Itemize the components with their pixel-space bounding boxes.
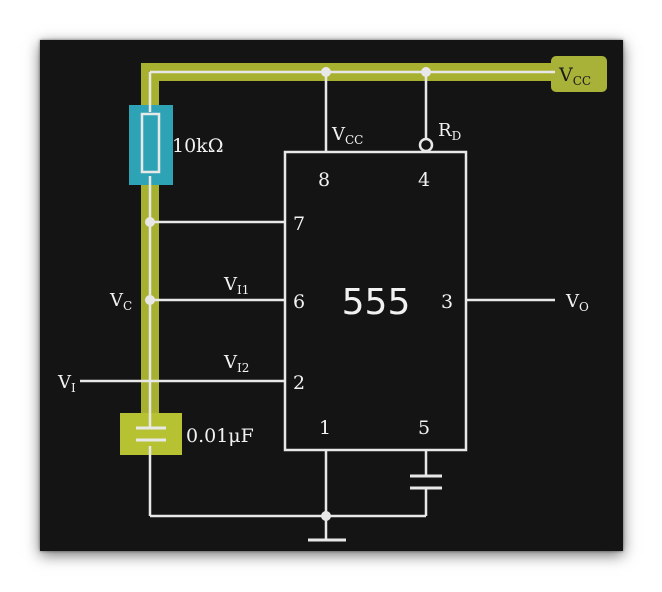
wires xyxy=(80,70,555,542)
junction-pin7 xyxy=(145,217,155,227)
pin-6-number: 6 xyxy=(293,291,305,313)
junction-vc xyxy=(145,295,155,305)
components xyxy=(136,112,468,490)
pin-8-number: 8 xyxy=(318,169,330,191)
pin-5-number: 5 xyxy=(418,417,430,439)
pin-2-number: 2 xyxy=(293,372,305,394)
pin-4-number: 4 xyxy=(418,169,430,191)
vcc-supply-label: VCC xyxy=(558,64,591,88)
highlight-path xyxy=(120,56,607,455)
junction-pin4 xyxy=(421,67,431,77)
vi-input-label: VI xyxy=(57,372,76,395)
timer-ic-body xyxy=(283,150,468,452)
vcc-tag xyxy=(551,56,607,92)
pin-7-number: 7 xyxy=(293,213,305,235)
pin-1-number: 1 xyxy=(319,417,331,439)
highlight-trace xyxy=(141,63,555,440)
reset-pin-label: RD xyxy=(438,120,461,143)
vo-output-label: VO xyxy=(565,291,589,314)
pin5-capacitor-symbol xyxy=(410,474,442,490)
resistor-symbol xyxy=(140,112,161,174)
labels: 555 10kΩ 0.01μF VCC VCC RD VC VI VI1 VI2… xyxy=(57,64,591,447)
junction-ground xyxy=(321,511,331,521)
vcc-pin-label: VCC xyxy=(331,124,363,147)
junction-dots xyxy=(145,67,431,521)
vi1-label: VI1 xyxy=(223,274,249,297)
vc-label: VC xyxy=(109,290,132,313)
capacitor-symbol xyxy=(136,426,166,442)
vi2-label: VI2 xyxy=(223,352,249,375)
capacitor-value-label: 0.01μF xyxy=(186,425,254,447)
pin-3-number: 3 xyxy=(441,291,453,313)
reset-inversion-bubble xyxy=(418,137,434,153)
junction-pin8 xyxy=(321,67,331,77)
resistor-value-label: 10kΩ xyxy=(172,135,223,157)
chip-label: 555 xyxy=(342,282,411,323)
